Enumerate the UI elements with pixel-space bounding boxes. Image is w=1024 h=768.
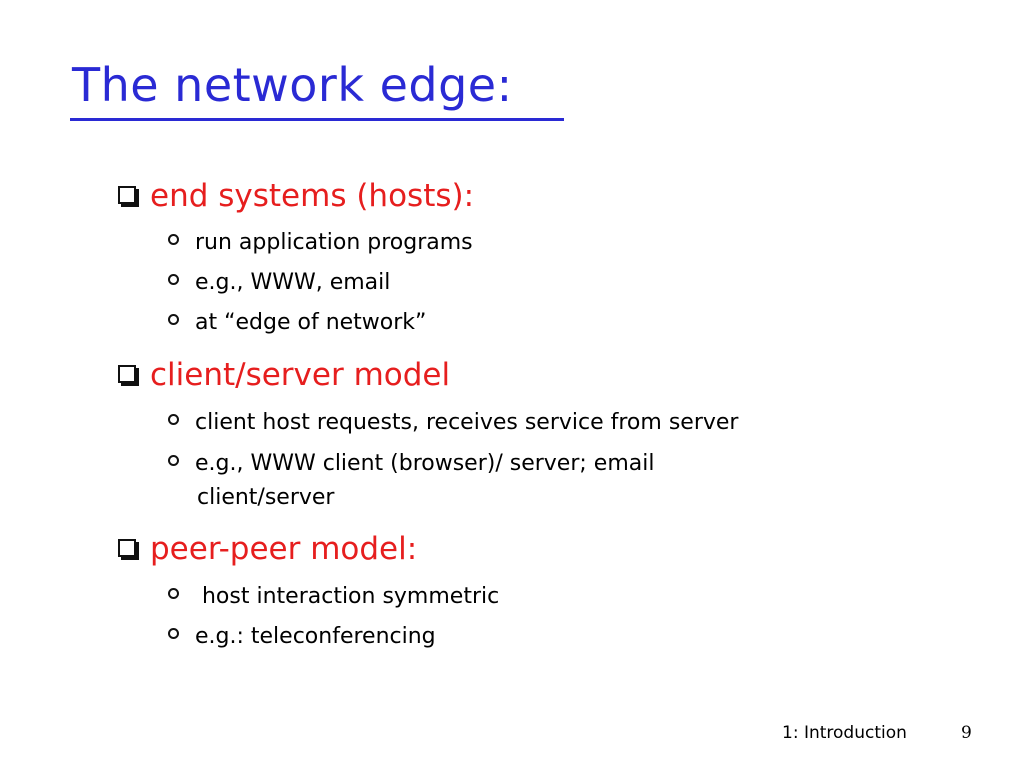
sub-bullet-text: run application programs (195, 230, 473, 255)
sub-bullet-text: e.g., WWW, email (195, 270, 391, 295)
circle-bullet-icon (168, 414, 179, 425)
sub-bullet-text: e.g., WWW client (browser)/ server; emai… (195, 451, 655, 476)
bullet-text: peer-peer model: (150, 531, 418, 567)
sub-bullet: run application programs (168, 226, 473, 260)
page-number: 9 (961, 723, 972, 743)
footer-label: 1: Introduction (782, 723, 907, 743)
circle-bullet-icon (168, 588, 179, 599)
bullet-end-systems: end systems (hosts): (118, 178, 474, 214)
bullet-text: end systems (hosts): (150, 178, 475, 214)
circle-bullet-icon (168, 455, 179, 466)
sub-bullet: at “edge of network” (168, 306, 426, 340)
box-bullet-icon (118, 186, 136, 204)
bullet-peer-peer: peer-peer model: (118, 531, 417, 567)
sub-bullet: client host requests, receives service f… (168, 406, 738, 440)
sub-bullet-text: client/server (197, 485, 335, 510)
sub-bullet: e.g., WWW, email (168, 266, 390, 300)
bullet-client-server: client/server model (118, 357, 450, 393)
sub-bullet: e.g.: teleconferencing (168, 620, 436, 654)
sub-bullet-text: client host requests, receives service f… (195, 410, 739, 435)
sub-bullet-continuation: client/server (197, 481, 334, 515)
sub-bullet-text: e.g.: teleconferencing (195, 624, 436, 649)
circle-bullet-icon (168, 274, 179, 285)
slide-title: The network edge: (72, 58, 513, 112)
sub-bullet-text: host interaction symmetric (195, 584, 500, 609)
bullet-text: client/server model (150, 357, 451, 393)
circle-bullet-icon (168, 628, 179, 639)
box-bullet-icon (118, 539, 136, 557)
box-bullet-icon (118, 365, 136, 383)
circle-bullet-icon (168, 234, 179, 245)
sub-bullet: host interaction symmetric (168, 580, 499, 614)
sub-bullet: e.g., WWW client (browser)/ server; emai… (168, 447, 654, 481)
title-underline (70, 118, 564, 121)
sub-bullet-text: at “edge of network” (195, 310, 427, 335)
circle-bullet-icon (168, 314, 179, 325)
